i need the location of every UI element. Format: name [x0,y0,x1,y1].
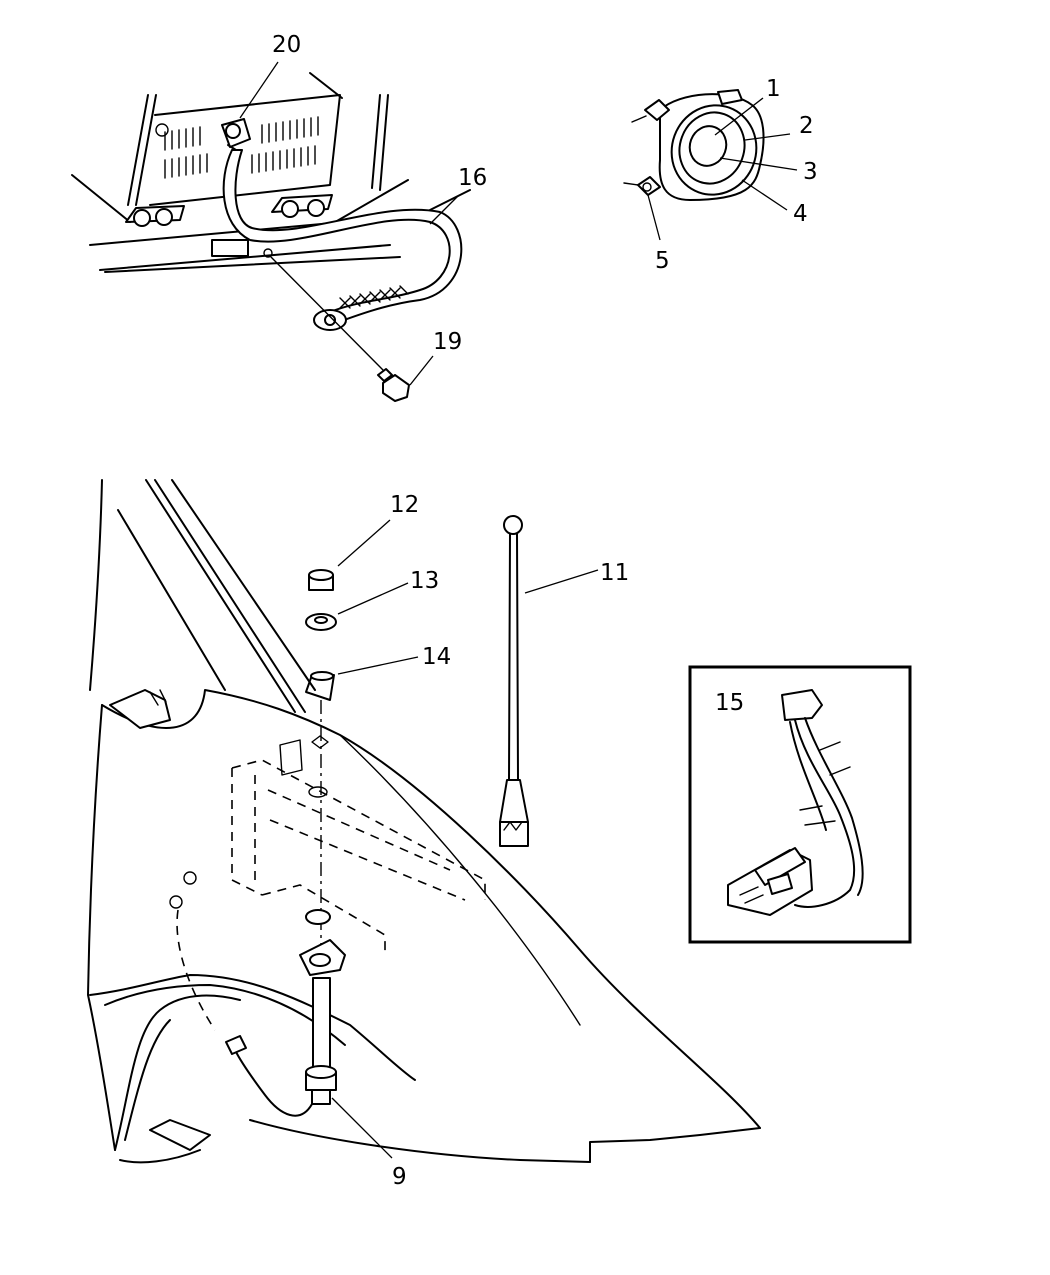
callout-15: 15 [715,690,744,716]
callout-4: 4 [793,201,808,227]
callout-20: 20 [272,32,301,58]
callout-19: 19 [433,329,462,355]
callout-3: 3 [803,159,818,185]
callout-1: 1 [766,76,781,102]
ground-strap-assembly [71,72,471,402]
callout-5: 5 [655,248,670,274]
wiring-harness-inset [688,665,912,944]
leader-lines [239,61,798,1159]
callout-16: 16 [458,165,487,191]
callout-13: 13 [410,568,439,594]
callout-9: 9 [392,1164,407,1190]
callout-2: 2 [799,113,814,139]
antenna-mast [499,515,529,847]
callout-12: 12 [390,492,419,518]
antenna-body-and-cable [225,939,346,1117]
callout-11: 11 [600,560,629,586]
speaker-assembly [623,89,765,201]
callouts: 20 16 19 1 2 3 4 5 12 13 14 11 15 9 [272,32,818,1190]
fender [87,479,761,1164]
callout-14: 14 [422,644,451,670]
antenna-hardware [305,569,337,960]
